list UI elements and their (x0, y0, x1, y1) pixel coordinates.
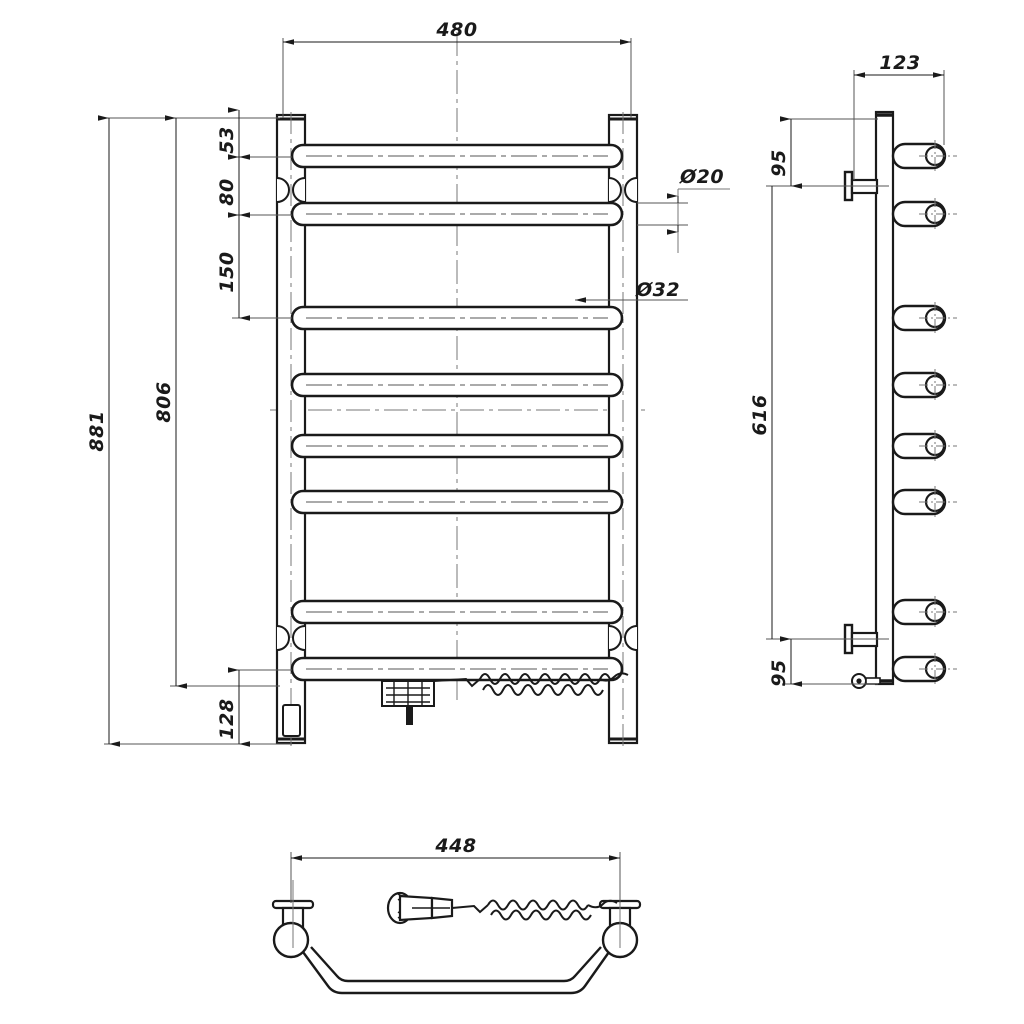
dimlabel-d32: Ø32 (635, 279, 680, 301)
side-rail-profile (874, 110, 895, 686)
dimlabel-480: 480 (435, 19, 477, 41)
dimlabel-95-bottom: 95 (768, 659, 790, 686)
side-rung-6 (891, 486, 957, 518)
plan-heating-element (386, 891, 618, 925)
side-rung-2 (891, 198, 957, 230)
side-view-dimensions: 123 95 616 95 (749, 52, 945, 687)
side-rung-8 (891, 653, 957, 685)
dimlabel-d20: Ø20 (679, 166, 724, 188)
wall-bracket-upper (833, 170, 889, 202)
dimlabel-128: 128 (216, 698, 238, 739)
plan-left-mount (271, 880, 315, 959)
plan-tube-outer (302, 951, 610, 995)
dimlabel-80: 80 (216, 178, 238, 205)
dimlabel-150: 150 (216, 251, 238, 292)
side-rungs (891, 140, 957, 685)
plan-cable-lead (451, 904, 489, 914)
side-rung-3 (891, 302, 957, 334)
left-rail (275, 112, 307, 746)
rung-3 (290, 305, 624, 331)
dimlabel-806: 806 (153, 381, 175, 422)
bottom-view (271, 880, 642, 995)
element-pin (406, 706, 413, 725)
dimlabel-616: 616 (749, 394, 771, 435)
rung-5 (290, 433, 624, 459)
rung-8 (290, 656, 624, 682)
rung-1 (290, 143, 624, 169)
heating-element-assembly (381, 672, 629, 725)
dimlabel-53: 53 (216, 126, 238, 153)
coiled-cable (479, 672, 629, 696)
rung-7 (290, 599, 624, 625)
front-view (270, 32, 645, 746)
bottom-view-dimensions: 448 (290, 835, 621, 903)
plan-tube-inner (310, 946, 602, 983)
rung-6 (290, 489, 624, 515)
dimlabel-95-top: 95 (768, 149, 790, 176)
side-rung-1 (891, 140, 957, 172)
rung-4 (290, 372, 624, 398)
side-rung-5 (891, 430, 957, 462)
switch-box (282, 704, 301, 737)
side-rung-7 (891, 596, 957, 628)
plan-coiled-cable (487, 899, 618, 921)
side-rung-4 (891, 369, 957, 401)
dimlabel-448: 448 (434, 835, 476, 857)
dimlabel-881: 881 (86, 410, 108, 451)
cable-lead (433, 677, 481, 688)
rung-2 (290, 201, 624, 227)
front-view-dimensions: 480 881 806 53 80 150 128 (86, 19, 730, 747)
side-view (833, 110, 957, 689)
dimlabel-123: 123 (879, 52, 920, 74)
